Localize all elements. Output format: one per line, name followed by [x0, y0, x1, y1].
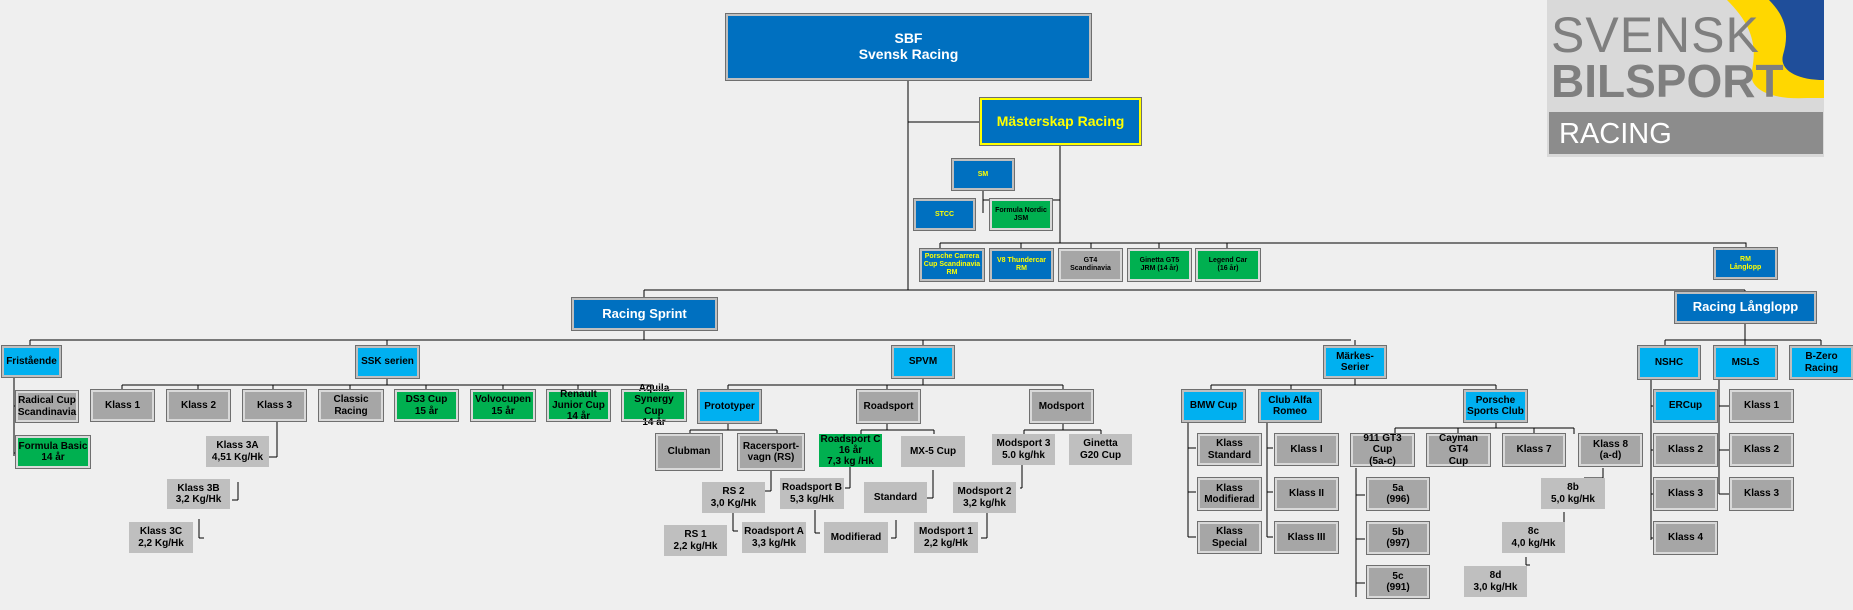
- node-roadsport: Roadsport: [856, 389, 921, 424]
- node-markes-serier: Märkes- Serier: [1323, 345, 1387, 379]
- node-8b: 8b 5,0 kg/Hk: [1541, 478, 1605, 509]
- node-911-gt3-cup: 911 GT3 Cup (5a-c): [1350, 433, 1415, 467]
- node-racing-langlopp: Racing Långlopp: [1674, 291, 1817, 324]
- node-legend-car: Legend Car (16 år): [1195, 248, 1261, 282]
- node-standard: Standard: [864, 482, 927, 513]
- node-classic-racing: Classic Racing: [318, 389, 384, 422]
- logo-bilsport: BILSPORT: [1551, 55, 1784, 107]
- node-spvm: SPVM: [891, 345, 955, 379]
- node-masterskap-racing: Mästerskap Racing: [979, 97, 1142, 146]
- node-klass3a: Klass 3A 4,51 Kg/Hk: [206, 436, 269, 467]
- logo-bar: [1549, 112, 1823, 154]
- node-renault-junior: Renault Junior Cup 14 år: [546, 389, 611, 422]
- node-msls: MSLS: [1713, 345, 1778, 380]
- node-mx5-cup: MX-5 Cup: [901, 436, 965, 467]
- node-fristaende: Fristående: [1, 345, 62, 378]
- node-clubman: Clubman: [655, 433, 723, 471]
- node-modsport3: Modsport 3 5.0 kg/hk: [992, 434, 1055, 465]
- node-sm: SM: [951, 158, 1015, 191]
- node-klass-iii: Klass III: [1274, 521, 1339, 554]
- node-roadsport-b: Roadsport B 5,3 kg/Hk: [780, 478, 844, 509]
- node-roadsport-c: Roadsport C 16 år 7,3 kg /Hk: [819, 433, 882, 468]
- node-ssk-klass3: Klass 3: [242, 389, 307, 422]
- node-aquila: Aquila Synergy Cup 14 år: [621, 383, 687, 428]
- node-klass-standard: Klass Standard: [1197, 433, 1262, 466]
- node-klass-ii: Klass II: [1274, 477, 1339, 511]
- node-rs1: RS 1 2,2 kg/Hk: [664, 525, 727, 556]
- node-ginetta-gt5: Ginetta GT5 JRM (14 år): [1127, 248, 1192, 282]
- node-5b: 5b (997): [1366, 521, 1430, 555]
- node-nshc-klass4: Klass 4: [1653, 521, 1718, 555]
- node-5c: 5c (991): [1366, 565, 1430, 599]
- node-ssk-serien: SSK serien: [355, 345, 420, 379]
- node-msls-klass3: Klass 3: [1729, 477, 1794, 511]
- node-modsport2: Modsport 2 3,2 kg/hk: [953, 482, 1016, 513]
- node-msls-klass2: Klass 2: [1729, 433, 1794, 467]
- node-ds3-cup: DS3 Cup 15 år: [394, 389, 459, 422]
- node-sbf: SBF Svensk Racing: [725, 13, 1092, 81]
- node-porsche-carrera: Porsche Carrera Cup Scandinavia RM: [919, 248, 985, 282]
- node-klass3b: Klass 3B 3,2 Kg/Hk: [167, 479, 230, 509]
- node-roadsport-a: Roadsport A 3,3 kg/Hk: [742, 522, 806, 553]
- node-volvocupen: Volvocupen 15 år: [470, 389, 536, 422]
- node-8d: 8d 3,0 kg/Hk: [1464, 566, 1527, 597]
- node-cayman-gt4: Cayman GT4 Cup: [1426, 433, 1491, 467]
- node-stcc: STCC: [913, 198, 976, 231]
- node-msls-klass1: Klass 1: [1729, 389, 1794, 423]
- logo-racing: RACING: [1559, 118, 1672, 150]
- node-nshc-klass2: Klass 2: [1653, 433, 1718, 467]
- node-porsche-sports-club: Porsche Sports Club: [1463, 389, 1528, 423]
- node-radical-cup: Radical Cup Scandinavia: [15, 390, 79, 423]
- node-rm-langlopp: RM Långlopp: [1713, 247, 1778, 280]
- node-nshc: NSHC: [1637, 345, 1701, 380]
- svensk-bilsport-logo: SVENSK BILSPORT RACING: [1547, 0, 1824, 157]
- node-ssk-klass2: Klass 2: [166, 389, 231, 422]
- node-modifierad: Modifierad: [824, 522, 888, 553]
- node-modsport1: Modsport 1 2,2 kg/Hk: [914, 522, 978, 553]
- node-klass-special: Klass Special: [1197, 521, 1262, 554]
- node-formula-nordic: Formula Nordic JSM: [989, 198, 1053, 231]
- node-v8-thundercar: V8 Thundercar RM: [989, 248, 1054, 282]
- node-klass3c: Klass 3C 2,2 Kg/Hk: [129, 522, 193, 553]
- node-ercup: ERCup: [1653, 389, 1718, 423]
- node-porsche-klass8: Klass 8 (a-d): [1578, 433, 1643, 467]
- node-porsche-klass7: Klass 7: [1502, 433, 1566, 467]
- node-b-zero-racing: B-Zero Racing: [1789, 345, 1853, 380]
- node-5a: 5a (996): [1366, 477, 1430, 511]
- node-rs2: RS 2 3,0 Kg/Hk: [702, 482, 765, 513]
- node-formula-basic: Formula Basic 14 år: [15, 435, 91, 469]
- node-prototyper: Prototyper: [697, 389, 762, 424]
- node-nshc-klass3: Klass 3: [1653, 477, 1718, 511]
- node-bmw-cup: BMW Cup: [1181, 389, 1246, 423]
- node-racing-sprint: Racing Sprint: [571, 297, 718, 331]
- logo-swoosh-icon: [1727, 0, 1824, 99]
- logo-svensk: SVENSK: [1551, 7, 1760, 63]
- node-8c: 8c 4,0 kg/Hk: [1502, 522, 1565, 553]
- node-klass-i: Klass I: [1274, 433, 1339, 466]
- node-ginetta-g20: Ginetta G20 Cup: [1069, 434, 1132, 465]
- node-modsport: Modsport: [1029, 389, 1094, 424]
- node-ssk-klass1: Klass 1: [90, 389, 155, 422]
- node-gt4: GT4 Scandinavia: [1058, 248, 1123, 282]
- node-klass-modifierad: Klass Modifierad: [1197, 477, 1262, 511]
- node-racersportvagn: Racersport- vagn (RS): [737, 433, 805, 471]
- node-club-alfa: Club Alfa Romeo: [1258, 389, 1322, 423]
